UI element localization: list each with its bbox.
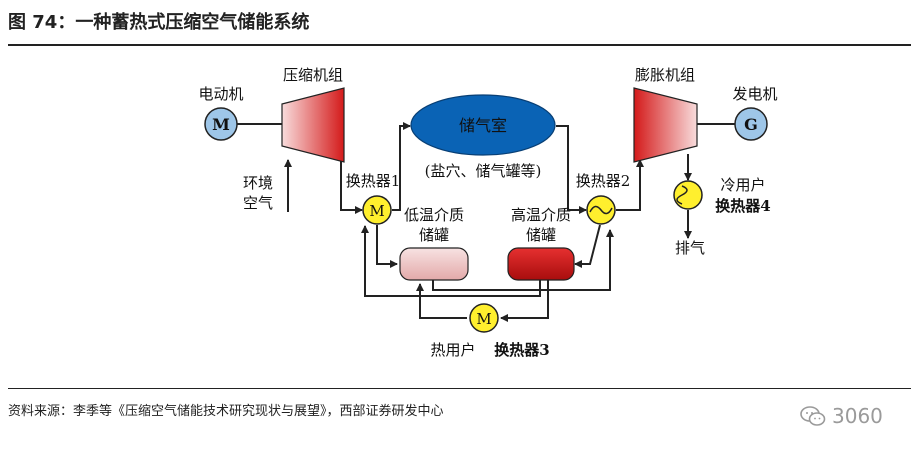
compressor-shape (281, 87, 345, 163)
expander-label: 膨胀机组 (635, 66, 695, 84)
low-temp-tank-label-line2: 储罐 (419, 226, 449, 244)
hx1-label: 换热器1 (346, 172, 401, 190)
generator-label: 发电机 (732, 85, 777, 103)
motor-symbol-text: M (212, 115, 230, 134)
generator-symbol-text: G (744, 115, 758, 134)
low-temp-tank (399, 247, 469, 281)
hx1-symbol-text: M (369, 202, 384, 220)
watermark-text: 3060 (832, 404, 883, 428)
high-temp-tank-label-line2: 储罐 (526, 226, 556, 244)
wechat-icon (800, 406, 826, 426)
source-note: 资料来源：李季等《压缩空气储能技术研究现状与展望》，西部证券研发中心 (8, 404, 444, 419)
high-temp-tank (507, 247, 575, 281)
heat-user-label: 热用户 (430, 341, 475, 359)
expander-shape (633, 87, 698, 163)
hightank-to-hx3 (500, 278, 549, 322)
hx4-symbol (673, 180, 703, 210)
hx4-label-line1: 冷用户 (720, 176, 765, 194)
hx2-to-hightank (574, 224, 601, 268)
lowtank-to-hx2 (432, 229, 614, 291)
hx1-to-lowtank (376, 225, 398, 268)
hx3-symbol (469, 303, 499, 333)
hx2-wave-icon (589, 205, 613, 215)
compressor-label: 压缩机组 (283, 66, 343, 84)
hx1-symbol (362, 195, 392, 225)
watermark: 3060 (800, 404, 883, 428)
storage-label: 储气室 (459, 116, 507, 135)
top-rule (8, 44, 911, 46)
ambient-air-label-line1: 环境 (243, 174, 273, 192)
hx2-label: 换热器2 (576, 172, 631, 190)
figure-title: 图 74：一种蓄热式压缩空气储能系统 (8, 12, 310, 33)
hx3-label: 换热器3 (494, 341, 549, 359)
motor-label: 电动机 (198, 85, 243, 103)
hx4-coil-icon (676, 185, 688, 205)
bottom-rule (8, 388, 911, 389)
hx3-symbol-text: M (476, 310, 491, 328)
hx1-to-storage (392, 122, 411, 211)
pipe-lines (237, 122, 735, 322)
exhaust-label: 排气 (675, 239, 705, 257)
high-temp-tank-label-line1: 高温介质 (511, 206, 571, 224)
hx2-to-expander (616, 159, 644, 211)
motor-symbol (204, 107, 238, 141)
hightank-to-hx1 (361, 225, 541, 297)
hx4-label-line2: 换热器4 (715, 197, 770, 215)
generator-symbol (734, 107, 768, 141)
ambient-air-label-line2: 空气 (243, 194, 273, 212)
storage-to-hx2 (556, 125, 587, 214)
storage-chamber (410, 94, 556, 156)
storage-sublabel: (盐穴、储气罐等) (425, 162, 542, 180)
low-temp-tank-label-line1: 低温介质 (404, 206, 464, 224)
hx3-to-lowtank (416, 283, 467, 319)
compressor-to-hx1 (340, 157, 363, 214)
